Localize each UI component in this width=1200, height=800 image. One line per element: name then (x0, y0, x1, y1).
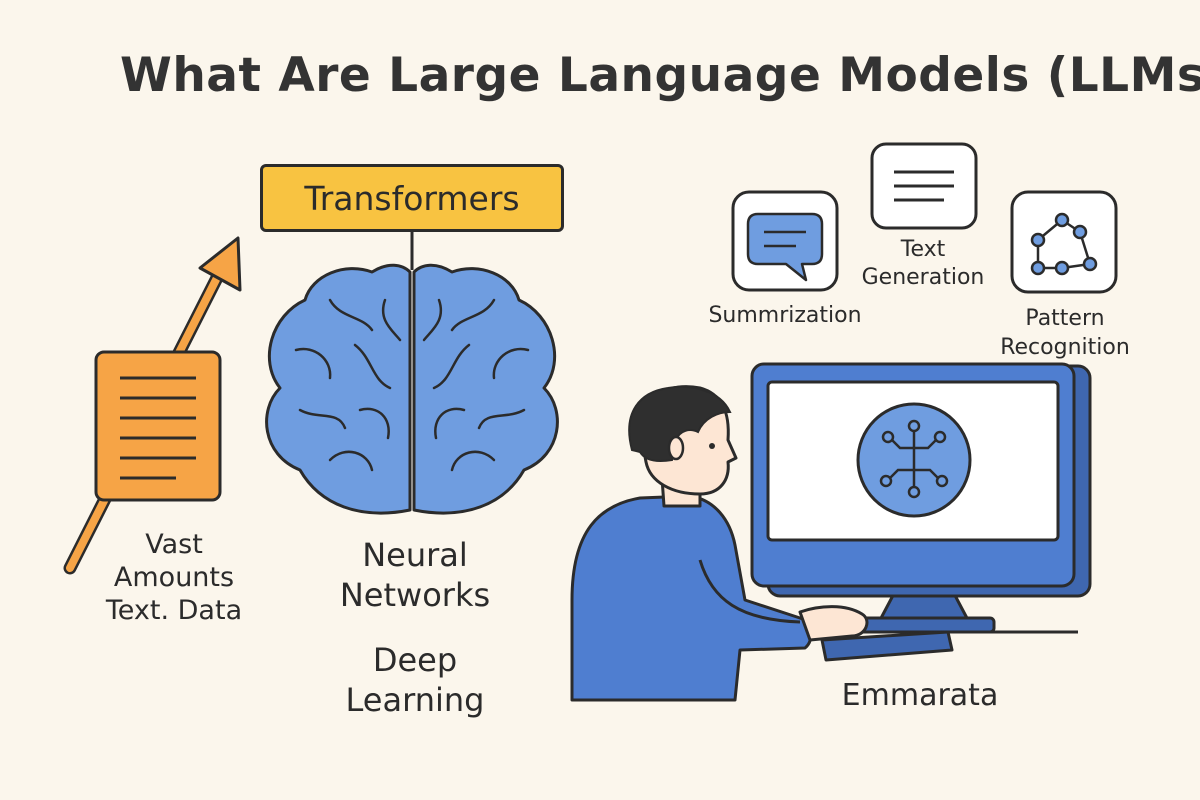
text-generation-label: Text Generation (848, 236, 998, 292)
data-label-line1: Vast (145, 529, 203, 560)
deep-learning-label: Deep Learning (300, 640, 530, 720)
textgen-label-line2: Generation (861, 265, 985, 290)
text-lines-icon (870, 142, 978, 230)
neural-label-line2: Networks (339, 576, 491, 614)
pattern-recognition-label: Pattern Recognition (990, 304, 1140, 362)
network-nodes-icon (1010, 190, 1118, 294)
textgen-label-line1: Text (900, 237, 946, 262)
data-label-line3: Text. Data (105, 595, 243, 626)
pattern-label-line2: Recognition (1000, 335, 1130, 360)
computer-monitor-icon (750, 362, 1092, 662)
deep-label-line2: Learning (345, 681, 485, 719)
neural-label-line1: Neural (362, 536, 468, 574)
data-label: Vast Amounts Text. Data (84, 528, 264, 627)
summarization-label: Summrization (708, 303, 862, 328)
brain-icon (265, 263, 559, 515)
data-label-line2: Amounts (113, 562, 235, 593)
transformers-label: Transformers (304, 178, 520, 218)
deep-label-line1: Deep (372, 641, 458, 679)
pattern-label-line1: Pattern (1025, 306, 1105, 331)
person-icon (570, 385, 869, 702)
page-title: What Are Large Language Models (LLMs? (120, 48, 1200, 103)
neural-networks-label: Neural Networks (300, 535, 530, 615)
user-name-label: Emmarata (841, 678, 999, 713)
transformers-box: Transformers (260, 164, 564, 232)
document-icon (94, 350, 222, 502)
chat-bubble-icon (731, 190, 839, 292)
